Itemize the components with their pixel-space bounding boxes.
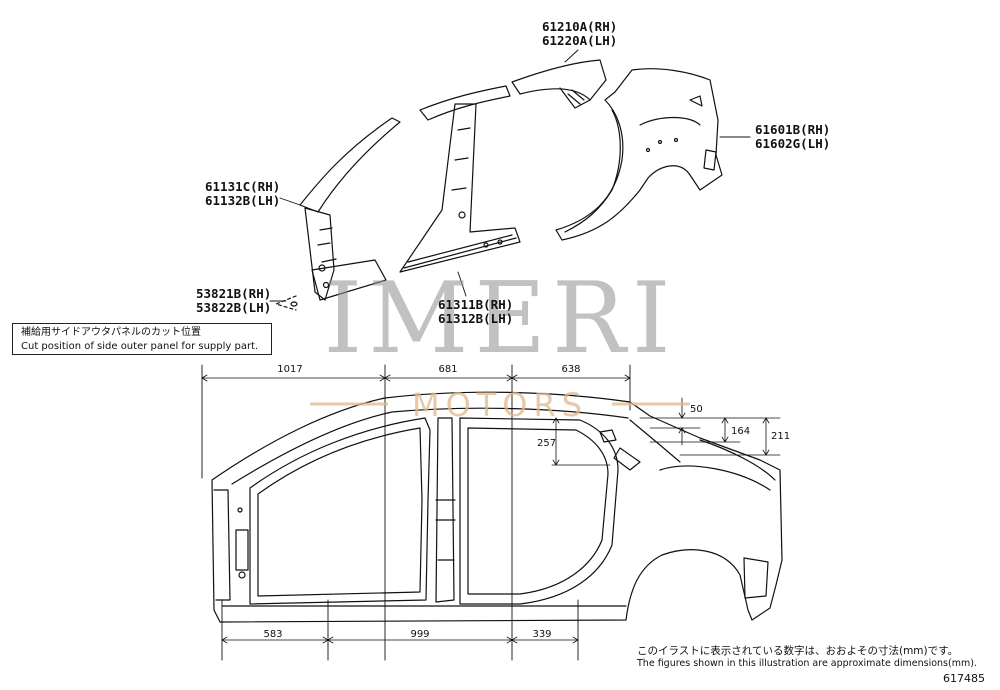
label-roof-rail-rh: 61210A(RH) bbox=[542, 19, 617, 34]
cut-position-note: 補給用サイドアウタパネルのカット位置 Cut position of side … bbox=[12, 323, 272, 355]
dim-v-257: 257 bbox=[537, 438, 556, 449]
dim-bottom-2: 999 bbox=[410, 629, 429, 640]
dim-v-211: 211 bbox=[771, 431, 790, 442]
label-quarter-lh: 61602G(LH) bbox=[755, 136, 830, 151]
part-labels: 61210A(RH) 61220A(LH) 61601B(RH) 61602G(… bbox=[196, 19, 830, 326]
side-outer-panel bbox=[211, 391, 783, 623]
cut-lines bbox=[201, 364, 631, 661]
label-plug-rh: 53821B(RH) bbox=[196, 286, 271, 301]
dim-top-3: 638 bbox=[561, 364, 580, 375]
dim-bottom-1: 583 bbox=[263, 629, 282, 640]
footer-jp: このイラストに表示されている数字は、おおよその寸法(mm)です。 bbox=[637, 645, 959, 657]
label-front-pillar-lh: 61132B(LH) bbox=[205, 193, 280, 208]
center-pillar-part bbox=[399, 85, 521, 273]
dim-top-2: 681 bbox=[438, 364, 457, 375]
watermark-sub: MOTORS bbox=[412, 386, 588, 424]
watermark: IMERI MOTORS bbox=[310, 262, 690, 424]
label-roof-rail-lh: 61220A(LH) bbox=[542, 33, 617, 48]
dim-bottom-3: 339 bbox=[532, 629, 551, 640]
label-front-pillar-rh: 61131C(RH) bbox=[205, 179, 280, 194]
label-center-pillar-rh: 61311B(RH) bbox=[438, 297, 513, 312]
dimension-lines bbox=[201, 374, 781, 644]
leader-lines bbox=[269, 49, 751, 302]
note-jp: 補給用サイドアウタパネルのカット位置 bbox=[21, 327, 201, 338]
label-center-pillar-lh: 61312B(LH) bbox=[438, 311, 513, 326]
dim-v-164: 164 bbox=[731, 426, 750, 437]
dim-v-50: 50 bbox=[690, 404, 703, 415]
label-quarter-rh: 61601B(RH) bbox=[755, 122, 830, 137]
watermark-main: IMERI bbox=[323, 262, 676, 376]
quarter-panel-part bbox=[555, 68, 723, 241]
footer-en: The figures shown in this illustration a… bbox=[637, 658, 977, 669]
front-pillar-part bbox=[275, 117, 401, 311]
dim-top-1: 1017 bbox=[277, 364, 302, 375]
dimension-values: 1017 681 638 50 164 211 257 583 999 339 bbox=[263, 364, 790, 640]
label-plug-lh: 53822B(LH) bbox=[196, 300, 271, 315]
roof-rail-part bbox=[511, 59, 607, 109]
figure-id: 617485 bbox=[943, 672, 985, 685]
note-en: Cut position of side outer panel for sup… bbox=[21, 341, 259, 352]
